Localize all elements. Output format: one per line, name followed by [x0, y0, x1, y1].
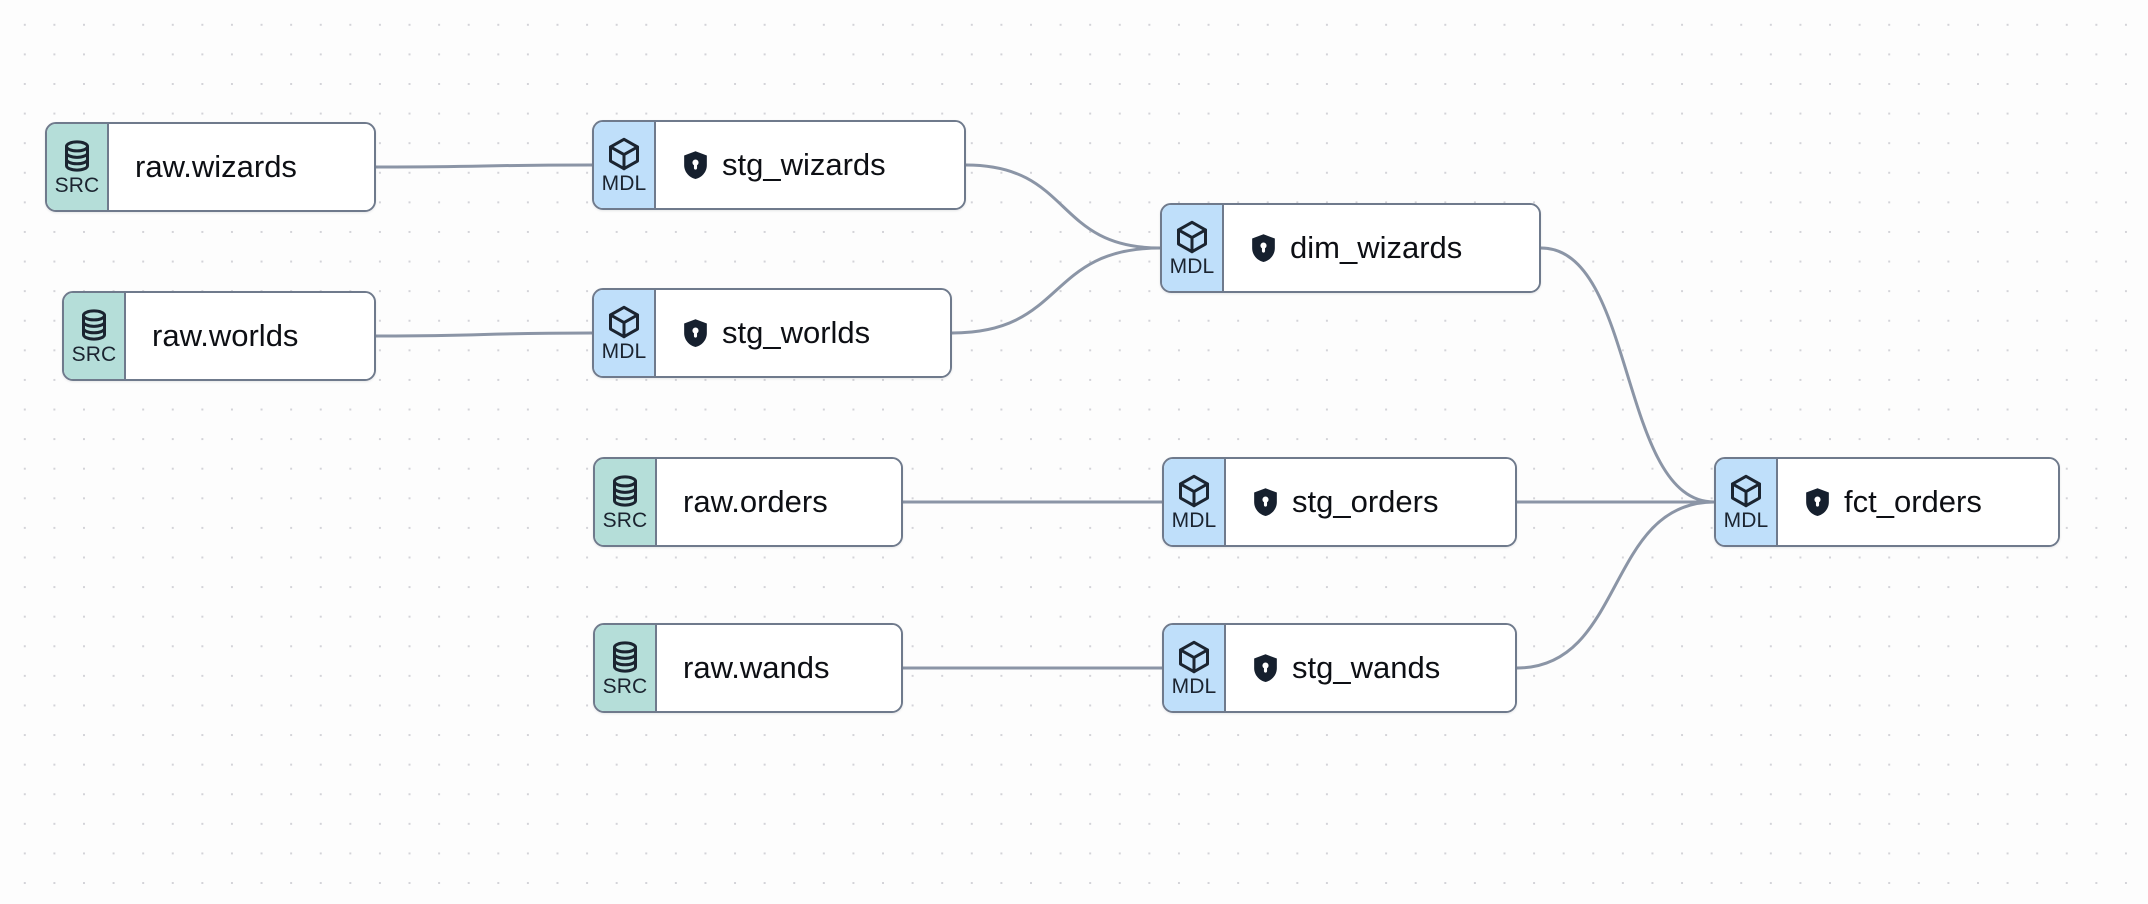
shield-lock-icon — [1254, 654, 1277, 683]
node-kind-label: MDL — [1171, 674, 1217, 698]
shield-lock-icon — [684, 151, 707, 180]
graph-node-fct_orders[interactable]: MDL fct_orders — [1714, 457, 2060, 547]
shield-lock-icon — [1254, 488, 1277, 517]
node-kind-label: MDL — [601, 171, 647, 195]
node-label: stg_wands — [1292, 650, 1441, 685]
node-kind-label: MDL — [1169, 254, 1215, 278]
node-label: stg_orders — [1292, 484, 1439, 519]
node-label: raw.wizards — [135, 149, 297, 184]
cube-icon — [609, 305, 639, 338]
edge-stg_wizards-to-dim_wizards — [965, 163, 1161, 250]
database-icon — [82, 308, 106, 341]
node-label: raw.orders — [683, 484, 828, 519]
graph-node-stg_wizards[interactable]: MDL stg_wizards — [592, 120, 966, 210]
database-icon — [613, 474, 637, 507]
shield-lock-icon — [1252, 234, 1275, 263]
node-kind-badge-mdl: MDL — [1164, 625, 1226, 711]
node-kind-badge-mdl: MDL — [594, 290, 656, 376]
cube-icon — [1177, 220, 1207, 253]
edge-stg_worlds-to-dim_wizards — [951, 246, 1161, 335]
node-kind-badge-src: SRC — [47, 124, 109, 210]
edge-raw_wizards-to-stg_wizards — [375, 163, 593, 169]
graph-node-stg_worlds[interactable]: MDL stg_worlds — [592, 288, 952, 378]
node-body: dim_wizards — [1224, 205, 1539, 291]
node-kind-badge-mdl: MDL — [1164, 459, 1226, 545]
node-kind-badge-src: SRC — [595, 459, 657, 545]
edge-stg_wands-to-fct_orders — [1516, 500, 1715, 670]
node-body: raw.worlds — [126, 293, 374, 379]
node-body: stg_worlds — [656, 290, 950, 376]
node-kind-label: SRC — [602, 508, 648, 532]
node-kind-badge-mdl: MDL — [594, 122, 656, 208]
node-body: raw.wizards — [109, 124, 374, 210]
graph-node-raw_wands[interactable]: SRC raw.wands — [593, 623, 903, 713]
node-kind-label: MDL — [1723, 508, 1769, 532]
node-kind-label: MDL — [601, 339, 647, 363]
cube-icon — [609, 137, 639, 170]
shield-lock-icon — [1806, 488, 1829, 517]
node-kind-badge-mdl: MDL — [1716, 459, 1778, 545]
node-kind-label: SRC — [602, 674, 648, 698]
graph-node-dim_wizards[interactable]: MDL dim_wizards — [1160, 203, 1541, 293]
node-kind-badge-src: SRC — [64, 293, 126, 379]
node-kind-badge-mdl: MDL — [1162, 205, 1224, 291]
shield-lock-icon — [684, 319, 707, 348]
node-label: raw.worlds — [152, 318, 299, 353]
node-label: dim_wizards — [1290, 230, 1463, 265]
database-icon — [65, 139, 89, 172]
graph-node-stg_orders[interactable]: MDL stg_orders — [1162, 457, 1517, 547]
node-body: fct_orders — [1778, 459, 2058, 545]
graph-node-raw_worlds[interactable]: SRC raw.worlds — [62, 291, 376, 381]
cube-icon — [1179, 474, 1209, 507]
node-kind-badge-src: SRC — [595, 625, 657, 711]
database-icon — [613, 640, 637, 673]
graph-node-raw_orders[interactable]: SRC raw.orders — [593, 457, 903, 547]
node-body: stg_wizards — [656, 122, 964, 208]
node-label: raw.wands — [683, 650, 830, 685]
node-label: stg_wizards — [722, 147, 886, 182]
edge-raw_worlds-to-stg_worlds — [375, 331, 593, 338]
node-kind-label: SRC — [54, 173, 100, 197]
graph-node-stg_wands[interactable]: MDL stg_wands — [1162, 623, 1517, 713]
node-label: fct_orders — [1844, 484, 1982, 519]
cube-icon — [1731, 474, 1761, 507]
graph-node-raw_wizards[interactable]: SRC raw.wizards — [45, 122, 376, 212]
node-body: raw.wands — [657, 625, 901, 711]
edge-dim_wizards-to-fct_orders — [1540, 246, 1715, 504]
node-label: stg_worlds — [722, 315, 871, 350]
cube-icon — [1179, 640, 1209, 673]
node-body: raw.orders — [657, 459, 901, 545]
node-kind-label: SRC — [71, 342, 117, 366]
node-body: stg_wands — [1226, 625, 1515, 711]
node-kind-label: MDL — [1171, 508, 1217, 532]
node-body: stg_orders — [1226, 459, 1515, 545]
